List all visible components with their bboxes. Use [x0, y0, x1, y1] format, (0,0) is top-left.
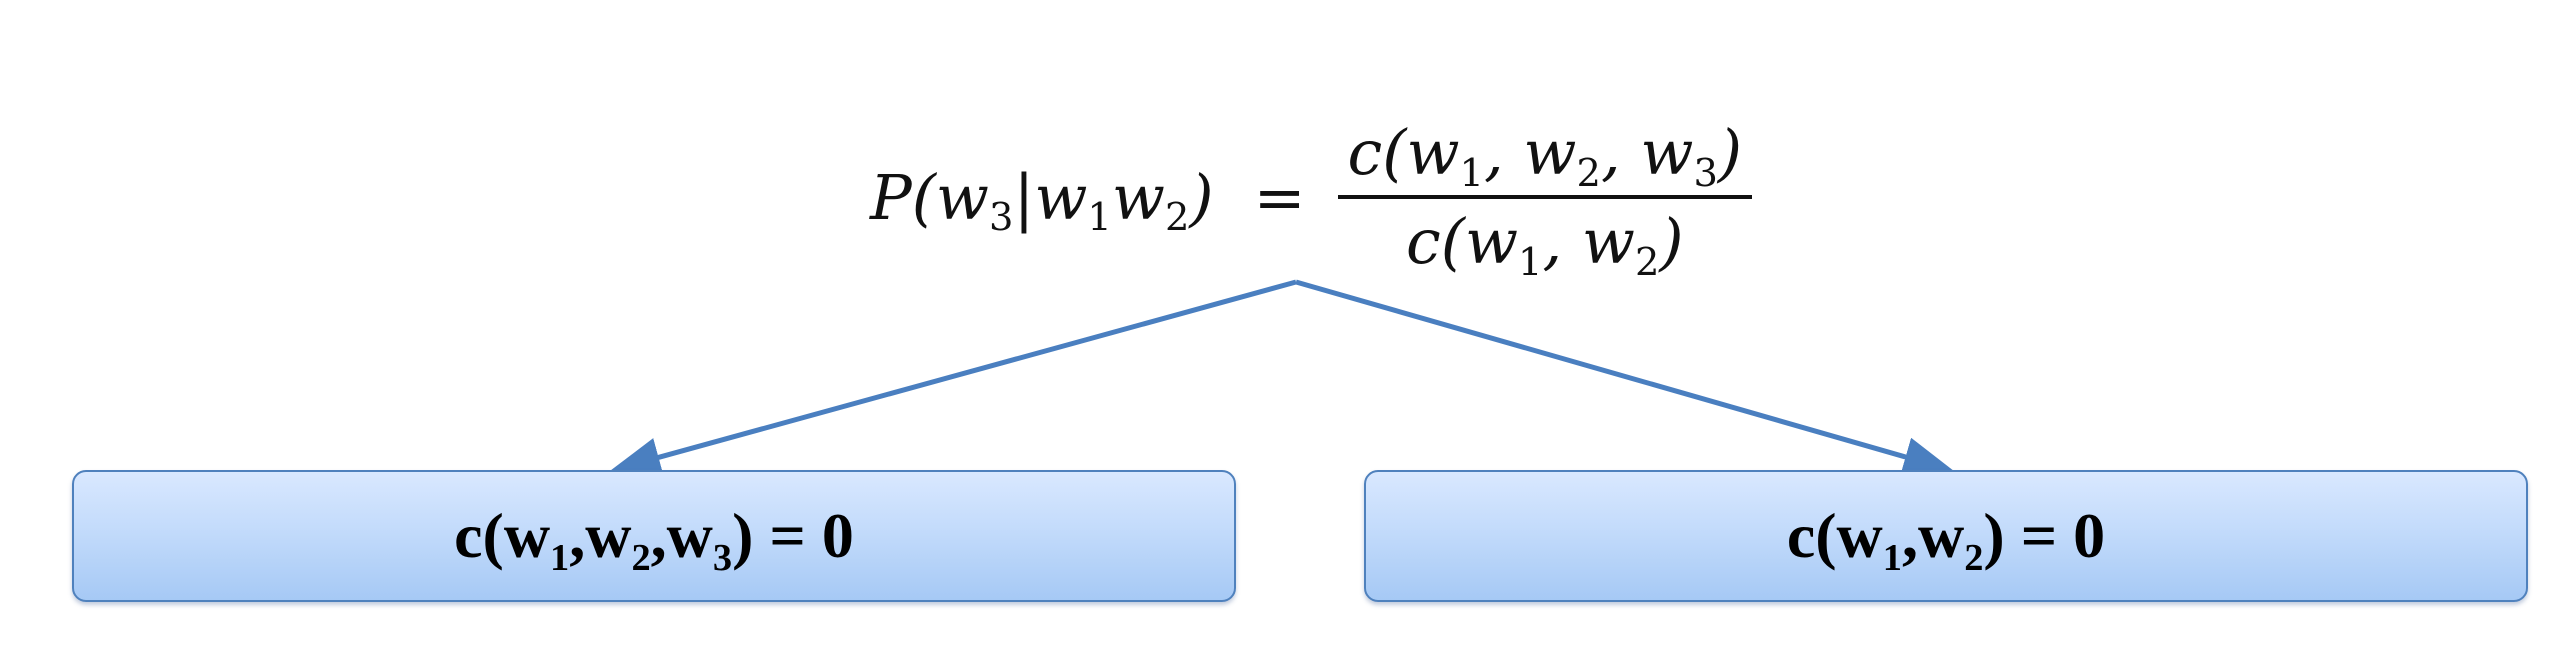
box-left-mid1: ,w [569, 500, 632, 571]
formula-lhs: P(w3|w1w2) [870, 160, 1232, 241]
arrow-to-right-box [1295, 279, 1954, 477]
formula-lhs-w1: w [1034, 160, 1088, 234]
numerator-w1-sub: 1 [1459, 150, 1484, 196]
bigram-count-zero-label: c(w1,w2) = 0 [1786, 499, 2106, 579]
formula-denominator: c(w1, w2) [1406, 199, 1684, 285]
arrow-to-left-box [610, 279, 1297, 477]
denominator-w2-sub: 2 [1634, 239, 1660, 285]
box-right-sub1: 1 [1882, 537, 1902, 580]
formula-lhs-close: ) [1189, 160, 1214, 234]
numerator-open: c( [1347, 116, 1407, 189]
box-right-sub2: 2 [1964, 537, 1984, 580]
denominator-close: ) [1659, 205, 1684, 278]
formula-fraction: c(w1, w2, w3) c(w1, w2) [1337, 116, 1753, 285]
formula-equals: = [1253, 160, 1306, 234]
formula-lhs-w3-sub: 3 [988, 195, 1014, 241]
bigram-count-zero-box: c(w1,w2) = 0 [1364, 470, 2528, 602]
numerator-w3: w [1640, 116, 1694, 189]
formula-lhs-w1-sub: 1 [1087, 195, 1112, 241]
numerator-w2-sub: 2 [1576, 150, 1601, 196]
box-left-close: ) = 0 [732, 500, 854, 571]
numerator-w2: w [1523, 116, 1577, 189]
box-right-open: c(w [1786, 500, 1883, 571]
denominator-sep1: , [1542, 205, 1582, 278]
box-left-sub1: 1 [550, 537, 570, 580]
formula-lhs-w3: w [935, 160, 989, 234]
box-left-sub2: 2 [631, 537, 651, 580]
box-left-open: c(w [454, 500, 551, 571]
denominator-w1-sub: 1 [1518, 239, 1543, 285]
trigram-count-zero-box: c(w1,w2,w3) = 0 [72, 470, 1236, 602]
numerator-sep1: , [1484, 116, 1524, 189]
denominator-w2: w [1581, 205, 1635, 278]
numerator-close: ) [1717, 116, 1743, 189]
formula-lhs-w2-sub: 2 [1164, 195, 1190, 241]
trigram-count-zero-label: c(w1,w2,w3) = 0 [454, 499, 854, 579]
box-left-sub3: 3 [712, 537, 733, 580]
box-right-mid1: ,w [1901, 500, 1965, 571]
box-right-close: ) = 0 [1983, 500, 2106, 571]
denominator-w1: w [1464, 205, 1519, 278]
formula-lhs-w2: w [1111, 160, 1165, 234]
formula-numerator: c(w1, w2, w3) [1337, 116, 1753, 199]
denominator-open: c( [1406, 205, 1465, 278]
formula-lhs-bar: | [1013, 160, 1035, 234]
formula-lhs-p: P( [870, 160, 936, 234]
numerator-w3-sub: 3 [1693, 150, 1718, 196]
numerator-sep2: , [1600, 116, 1641, 189]
numerator-w1: w [1406, 116, 1460, 189]
box-left-mid2: ,w [650, 500, 713, 571]
trigram-probability-formula: P(w3|w1w2) = c(w1, w2, w3) c(w1, w2) [870, 112, 1753, 285]
